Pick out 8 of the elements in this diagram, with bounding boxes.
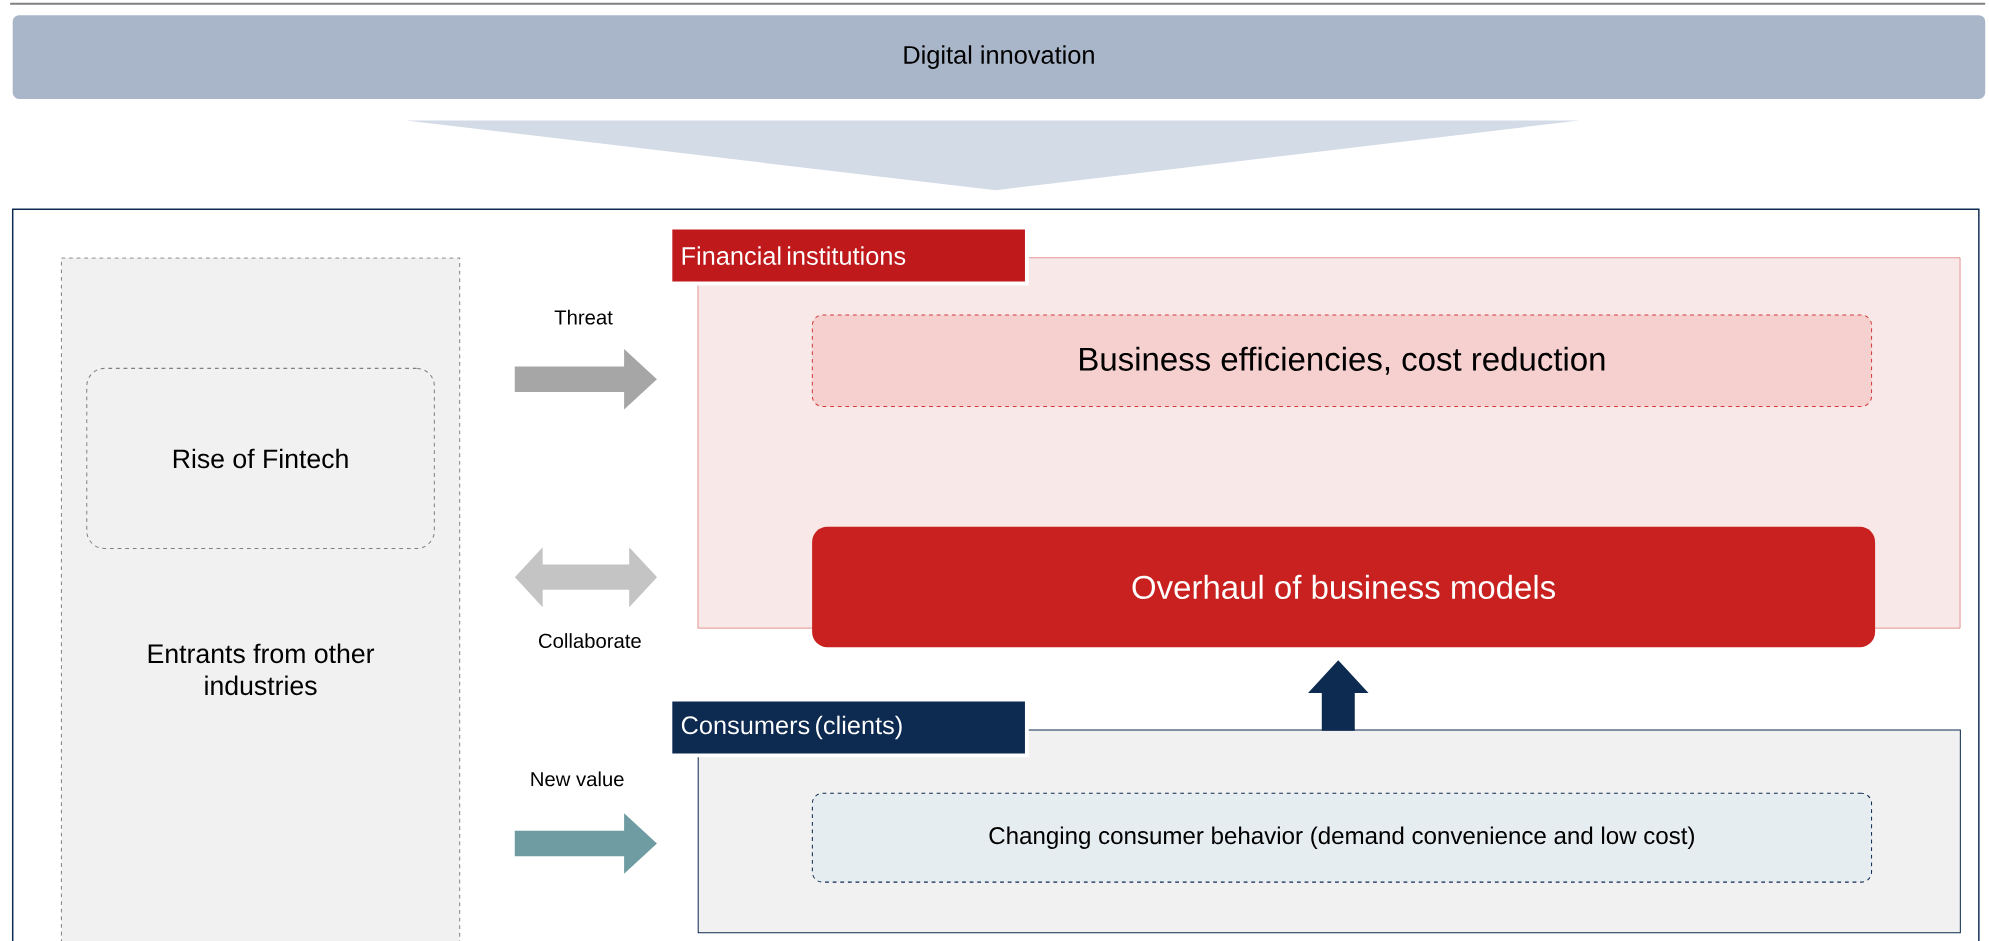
edge-label: Collaborate bbox=[539, 633, 641, 648]
process-box: Overhaul of business models bbox=[812, 526, 1876, 648]
rounded-box: Business efficiencies, cost reduction bbox=[811, 314, 1873, 407]
rounded-box: Changing consumer behavior (demand convenience and low cost) bbox=[811, 792, 1873, 883]
edge-label: New value bbox=[531, 771, 624, 787]
banner: Digital innovation bbox=[10, 12, 1988, 102]
edge-label: Threat bbox=[554, 309, 613, 325]
rounded-box: Rise of Fintech bbox=[86, 367, 435, 549]
